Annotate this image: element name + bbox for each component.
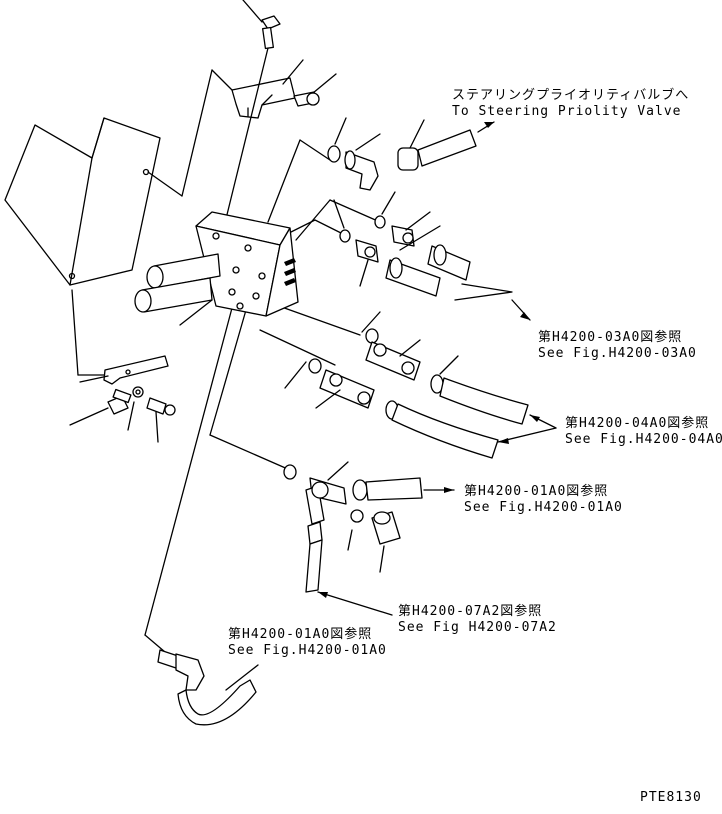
lower-tee-fitting <box>283 461 455 616</box>
callout-fig-01a0-left-en: See Fig.H4200-01A0 <box>228 643 387 658</box>
callout-steering-valve: ステアリングプライオリティバルブへ To Steering Priolity V… <box>452 88 689 120</box>
callout-fig-04a0: 第H4200-04A0図参照 See Fig.H4200-04A0 <box>565 416 722 448</box>
callout-fig-03a0-en: See Fig.H4200-03A0 <box>538 346 697 361</box>
top-bolt <box>242 0 281 50</box>
callout-fig-07a2-jp: 第H4200-07A2図参照 <box>398 604 543 619</box>
lower-bracket <box>79 355 169 385</box>
arrow-to-fig-03a0 <box>454 283 531 321</box>
callout-fig-01a0-right-en: See Fig.H4200-01A0 <box>464 500 623 515</box>
callout-fig-01a0-right-jp: 第H4200-01A0図参照 <box>464 484 609 499</box>
callout-steering-jp: ステアリングプライオリティバルブへ <box>452 88 690 103</box>
callout-fig-04a0-jp: 第H4200-04A0図参照 <box>565 416 710 431</box>
hose-assembly-04a0 <box>284 311 557 459</box>
arrow-to-steering-valve <box>477 121 495 133</box>
guide-lines <box>71 47 381 653</box>
bottom-elbow-hose <box>157 649 259 726</box>
callout-fig-01a0-left: 第H4200-01A0図参照 See Fig.H4200-01A0 <box>228 627 387 659</box>
lower-bolts <box>69 386 176 443</box>
drawing-code: PTE8130 <box>640 790 702 805</box>
callout-fig-07a2: 第H4200-07A2図参照 See Fig H4200-07A2 <box>398 604 557 636</box>
callout-fig-04a0-en: See Fig.H4200-04A0 <box>565 432 722 447</box>
solenoid-cylinders <box>134 253 221 313</box>
cover-box <box>4 117 161 286</box>
upper-elbow-fitting <box>327 117 477 191</box>
callout-steering-en: To Steering Priolity Valve <box>452 104 682 119</box>
callout-fig-01a0-left-jp: 第H4200-01A0図参照 <box>228 627 373 642</box>
callout-fig-07a2-en: See Fig H4200-07A2 <box>398 620 557 635</box>
valve-block <box>179 211 299 326</box>
callout-fig-03a0-jp: 第H4200-03A0図参照 <box>538 330 683 345</box>
callout-fig-01a0-right: 第H4200-01A0図参照 See Fig.H4200-01A0 <box>464 484 623 516</box>
callout-fig-03a0: 第H4200-03A0図参照 See Fig.H4200-03A0 <box>538 330 697 362</box>
top-bracket <box>231 59 337 119</box>
middle-fittings <box>333 191 471 297</box>
